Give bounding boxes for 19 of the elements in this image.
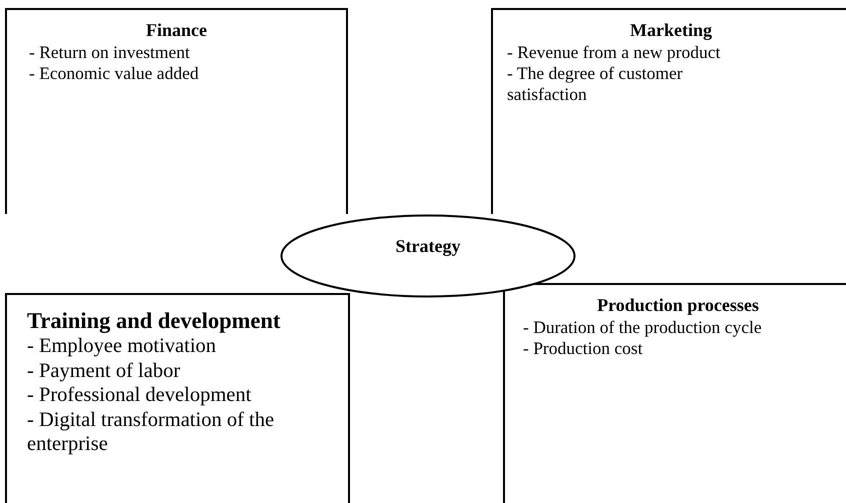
category-box bbox=[503, 283, 846, 503]
list-item: - Duration of the production cycle bbox=[523, 316, 763, 338]
ellipse-label: Strategy bbox=[394, 236, 462, 258]
box-heading: Training and development bbox=[27, 307, 282, 334]
list-item: - Employee motivation bbox=[27, 334, 218, 359]
list-item: - Production cost bbox=[523, 338, 644, 359]
list-item: - The degree of customer satisfaction bbox=[507, 62, 684, 105]
list-item: - Payment of labor bbox=[27, 358, 182, 384]
category-box bbox=[5, 8, 348, 214]
category-box bbox=[5, 293, 350, 503]
list-item: - Revenue from a new product bbox=[507, 42, 722, 63]
category-box bbox=[491, 8, 846, 214]
list-item: - Return on investment bbox=[29, 42, 191, 63]
list-item: - Digital transformation of the enterprise bbox=[27, 408, 276, 457]
box-heading: Production processes bbox=[596, 295, 760, 317]
list-item: - Economic value added bbox=[29, 62, 200, 84]
list-item: - Professional development bbox=[27, 383, 252, 408]
box-heading: Finance bbox=[145, 20, 208, 42]
box-heading: Marketing bbox=[629, 20, 713, 42]
